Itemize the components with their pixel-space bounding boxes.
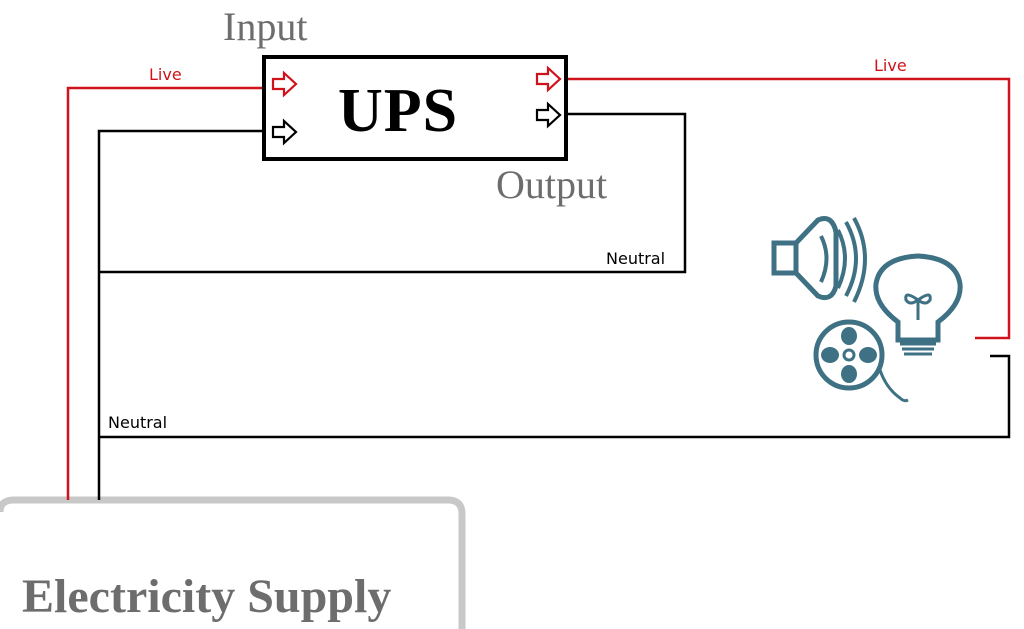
input-label: Input	[223, 4, 307, 49]
neutral-wire-in-line	[97, 129, 264, 500]
live-input-arrow-icon	[271, 70, 298, 98]
live-wire-in-label: Live	[149, 65, 182, 84]
live-wire-in: Live	[66, 65, 264, 500]
supply-box	[0, 496, 466, 629]
neutral-wire-load: Neutral	[99, 354, 1011, 439]
supply-label: Electricity Supply	[22, 570, 391, 623]
electricity-supply: Electricity Supply	[0, 496, 466, 629]
neutral-wire-out-line	[99, 112, 687, 274]
output-label: Output	[496, 162, 607, 207]
live-wire-out-label: Live	[874, 56, 907, 75]
live-wire-in-line	[66, 86, 264, 500]
neutral-output-arrow-icon	[535, 101, 562, 129]
ups-box	[262, 55, 568, 161]
ups-label: UPS	[338, 77, 458, 145]
live-wire-out-line	[566, 77, 1011, 340]
neutral-input-arrow-icon	[271, 118, 298, 146]
live-wire-out: Live	[566, 56, 1011, 340]
light-bulb-icon	[873, 253, 963, 356]
film-reel-icon	[813, 319, 909, 403]
neutral-wire-ups-label: Neutral	[606, 249, 665, 268]
speaker-icon	[771, 216, 867, 303]
ups-unit: UPS	[262, 55, 568, 161]
appliances	[771, 216, 963, 403]
neutral-wire-load-line	[99, 354, 1011, 439]
neutral-wire-ups: Neutral	[97, 112, 687, 500]
neutral-wire-load-label: Neutral	[108, 413, 167, 432]
live-output-arrow-icon	[535, 65, 562, 93]
